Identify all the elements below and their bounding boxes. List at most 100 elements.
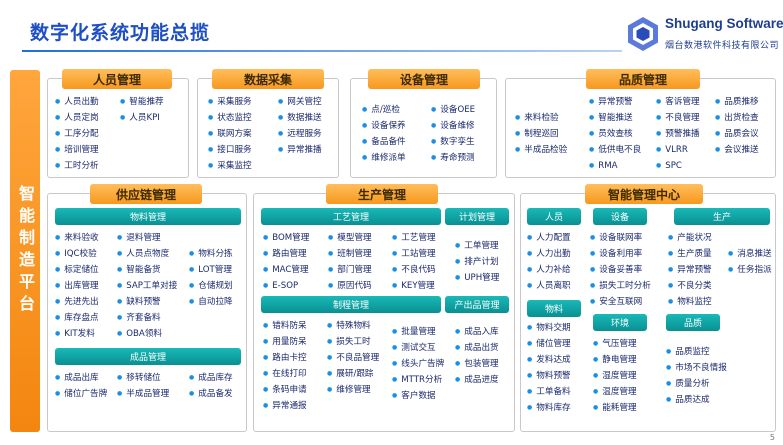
list-item: 线头广告牌: [392, 356, 444, 372]
list-item: 智能推荐: [120, 94, 163, 110]
list-item: 维修派单: [362, 150, 405, 166]
list-item: 批量管理: [392, 324, 444, 340]
tab-personnel[interactable]: 人员管理: [62, 69, 172, 89]
list-item: 产能状况: [668, 230, 711, 246]
list-item: 数据推送: [278, 110, 321, 126]
list-item: 维修管理: [327, 382, 379, 398]
list-item: 市场不良情报: [666, 360, 727, 376]
list-item: 数字孪生: [431, 134, 475, 150]
list-item: 人力补给: [527, 262, 570, 278]
list-item: 湿度管理: [593, 368, 636, 384]
list-item: 不良品管理: [327, 350, 379, 366]
list-item: 展研/跟踪: [327, 366, 379, 382]
tab-control-center[interactable]: 智能管理中心: [585, 184, 703, 204]
list-item: 不良分类: [668, 278, 711, 294]
process-list-2: 模型管理 班制管理 部门管理 原因代码: [328, 230, 371, 294]
list-item: 客诉管理: [656, 94, 699, 110]
list-item: 人员定岗: [55, 110, 98, 126]
subbar-manufacturing-management[interactable]: 制程管理: [261, 296, 441, 313]
list-item: 设备OEE: [431, 102, 475, 118]
list-item: 出货检查: [715, 110, 758, 126]
subbar-output-management[interactable]: 产出品管理: [445, 296, 509, 313]
tab-data-collection[interactable]: 数据采集: [212, 69, 324, 89]
title-underline: [22, 50, 622, 52]
list-item: 低供电不良: [589, 142, 641, 158]
personnel-list-2: 智能推荐 人员KPI: [120, 94, 164, 126]
subbar-material-management[interactable]: 物料管理: [55, 208, 241, 225]
side-banner: 智能制造平台: [10, 70, 40, 432]
list-item: 包装管理: [455, 356, 498, 372]
list-item: 联网方案: [208, 126, 251, 142]
list-item: 任务指派: [728, 262, 771, 278]
list-item: 排产计划: [455, 254, 499, 270]
list-item: 错料防呆: [263, 318, 306, 334]
list-item: 仓储规划: [189, 278, 232, 294]
material-list-2: 退料管理 人员点物度 智能备货 SAP工单对接 缺料预警 齐套备料 OBA领料: [117, 230, 177, 342]
list-item: 工单备料: [527, 384, 570, 400]
list-item: 缺料预警: [117, 294, 177, 310]
list-item: 工艺管理: [392, 230, 435, 246]
material-list-3: 物料分拣 LOT管理 仓储规划 自动拉降: [189, 246, 232, 310]
list-item: 库存盘点: [55, 310, 98, 326]
logo-company-name: Shugang Software: [665, 16, 783, 31]
center-environment-list: 气压管理 静电管理 湿度管理 温度管理 能耗管理: [593, 336, 636, 416]
data-collection-list-1: 采集服务 状态监控 联网方案 接口服务 采集监控: [208, 94, 251, 174]
finished-list-3: 成品库存 成品备发: [189, 370, 232, 402]
tab-supply-chain[interactable]: 供应链管理: [90, 184, 202, 204]
list-item: 人员KPI: [120, 110, 164, 126]
subbar-production[interactable]: 生产: [674, 208, 770, 225]
list-item: 物料库存: [527, 400, 570, 416]
list-item: 状态监控: [208, 110, 251, 126]
list-item: E-SOP: [263, 278, 309, 294]
tab-quality[interactable]: 品质管理: [586, 69, 700, 89]
list-item: 物料预警: [527, 368, 570, 384]
list-item: 客户数据: [392, 388, 444, 404]
list-item: VLRR: [656, 142, 700, 158]
data-collection-list-2: 网关管控 数据推送 远程服务 异常推播: [278, 94, 321, 158]
subbar-environment[interactable]: 环境: [593, 314, 647, 331]
list-item: 人员出勤: [55, 94, 98, 110]
tab-equipment[interactable]: 设备管理: [368, 69, 480, 89]
process-list-1: BOM管理 路由管理 MAC管理 E-SOP: [263, 230, 309, 294]
list-item: 半成品管理: [117, 386, 169, 402]
list-item: 班制管理: [328, 246, 371, 262]
page-title: 数字化系统功能总揽: [30, 22, 211, 44]
quality-list-4: 品质推移 出货检查 品质会议 会议推送: [715, 94, 758, 158]
list-item: 成品进度: [455, 372, 498, 388]
center-equipment-list: 设备联网率 设备利用率 设备妥善率 损失工时分析 安全互联网: [590, 230, 651, 310]
list-item: 自动拉降: [189, 294, 232, 310]
list-item: 物料监控: [668, 294, 711, 310]
equipment-list-1: 点/巡检 设备保养 备品备件 维修派单: [362, 102, 405, 166]
tab-production[interactable]: 生产管理: [326, 184, 438, 204]
quality-list-3: 客诉管理 不良管理 预警推播 VLRR SPC: [656, 94, 700, 174]
list-item: 模型管理: [328, 230, 371, 246]
list-item: 生产质量: [668, 246, 711, 262]
list-item: 设备保养: [362, 118, 405, 134]
subbar-quality[interactable]: 品质: [666, 314, 720, 331]
list-item: 来料验收: [55, 230, 98, 246]
list-item: 人员点物度: [117, 246, 177, 262]
list-item: 会议推送: [715, 142, 758, 158]
hexagon-logo-icon: [628, 17, 658, 51]
list-item: 品质推移: [715, 94, 758, 110]
quality-list-2: 异常预警 智能推送 员效查核 低供电不良 RMA: [589, 94, 641, 174]
subbar-process-management[interactable]: 工艺管理: [261, 208, 441, 225]
list-item: 齐套备料: [117, 310, 177, 326]
list-item: OBA领料: [117, 326, 177, 342]
subbar-plan-management[interactable]: 计划管理: [445, 208, 509, 225]
center-quality-list: 品质监控 市场不良情报 质量分析 品质达成: [666, 344, 727, 408]
list-item: 智能备货: [117, 262, 177, 278]
list-item: 异常预警: [668, 262, 711, 278]
list-item: 储位广告牌: [55, 386, 107, 402]
list-item: 工时分析: [55, 158, 98, 174]
subbar-equipment[interactable]: 设备: [593, 208, 647, 225]
personnel-list-1: 人员出勤 人员定岗 工序分配 培训管理 工时分析: [55, 94, 98, 174]
subbar-finished-goods[interactable]: 成品管理: [55, 348, 241, 365]
subbar-people[interactable]: 人员: [527, 208, 581, 225]
list-item: MTTR分析: [392, 372, 444, 388]
subbar-material[interactable]: 物料: [527, 300, 581, 317]
material-list-1: 来料验收 IQC校验 标定储位 出库管理 先进先出 库存盘点 KIT发料: [55, 230, 98, 342]
finished-list-2: 移转储位 半成品管理: [117, 370, 169, 402]
list-item: 工单管理: [455, 238, 499, 254]
list-item: 路由卡控: [263, 350, 306, 366]
